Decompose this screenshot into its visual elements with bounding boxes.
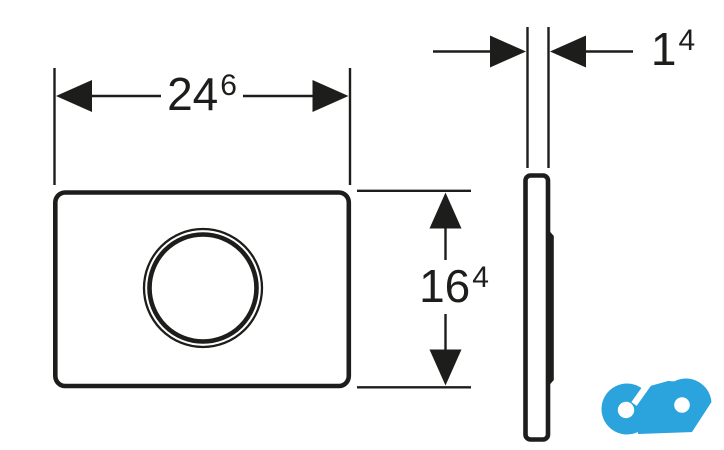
dimension-thickness-superscript: 4 [678, 24, 696, 57]
dimension-width-label: 246 [167, 68, 237, 120]
button-outer-ring [142, 227, 264, 349]
infinity-logo [601, 378, 724, 444]
dimension-thickness-value: 1 [650, 23, 677, 75]
button-inner-ring [147, 232, 259, 344]
arrowhead-up-icon [429, 192, 462, 229]
arrowhead-inward-right-icon [490, 35, 526, 68]
dimension-height-value: 16 [419, 260, 471, 312]
front-view-plate [52, 190, 352, 389]
dimension-width [53, 68, 352, 185]
logo-right-counter [674, 397, 690, 413]
dimension-height [357, 189, 471, 389]
arrowhead-left-icon [56, 80, 92, 112]
dimension-thickness [433, 27, 633, 168]
dimension-height-label: 164 [419, 260, 489, 312]
logo-left-counter [617, 401, 635, 419]
logo-connector-band [636, 381, 700, 434]
arrowhead-right-icon [312, 80, 349, 112]
side-view-plate [523, 173, 551, 442]
logo-end-cut [682, 392, 724, 444]
dimension-width-superscript: 6 [220, 69, 237, 102]
logo-gap-slit [631, 378, 654, 406]
arrowhead-down-icon [429, 349, 462, 386]
dimension-width-value: 24 [167, 68, 219, 120]
dimension-height-superscript: 4 [472, 261, 489, 294]
side-view [523, 173, 554, 442]
dimension-thickness-label: 14 [650, 23, 696, 75]
front-view [52, 190, 352, 389]
arrowhead-inward-left-icon [550, 35, 586, 68]
